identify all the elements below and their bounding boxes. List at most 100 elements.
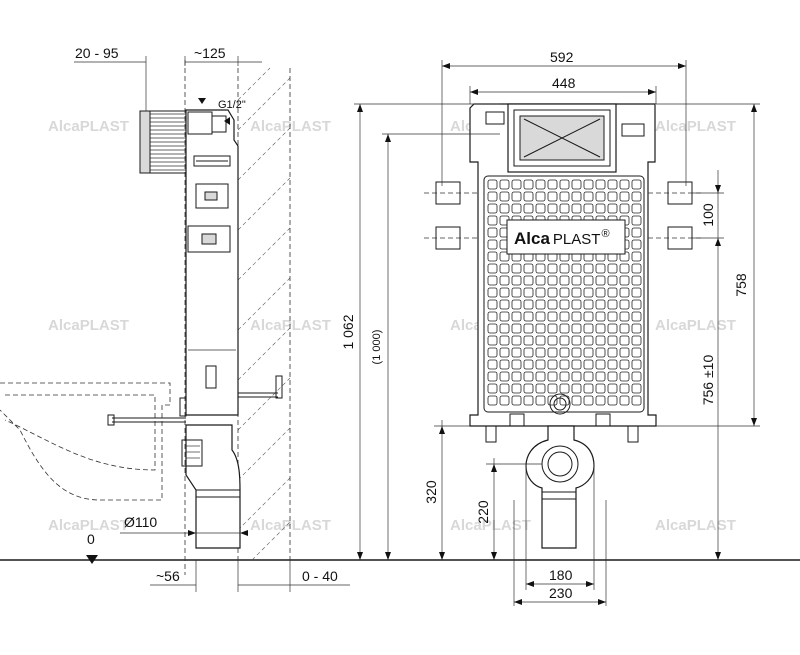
grid-cell	[535, 395, 546, 406]
grid-cell	[547, 383, 558, 394]
grid-cell	[583, 287, 594, 298]
flush-button-plate	[139, 110, 151, 174]
grid-cell	[607, 359, 618, 370]
grid-cell	[619, 359, 630, 370]
grid-cell	[523, 335, 534, 346]
grid-cell	[571, 323, 582, 334]
grid-cell	[487, 215, 498, 226]
grid-cell	[619, 275, 630, 286]
grid-cell	[523, 347, 534, 358]
grid-cell	[499, 395, 510, 406]
drain-elbow	[185, 424, 241, 549]
grid-cell	[631, 251, 642, 262]
grid-cell	[499, 383, 510, 394]
grid-cell	[487, 203, 498, 214]
grid-cell	[607, 395, 618, 406]
grid-cell	[631, 203, 642, 214]
grid-cell	[499, 347, 510, 358]
inlet-arrow-icon	[224, 117, 230, 125]
dim-height-758: 758	[733, 273, 749, 297]
grid-cell	[523, 323, 534, 334]
grid-cell	[511, 359, 522, 370]
grid-cell	[535, 275, 546, 286]
grid-cell	[523, 203, 534, 214]
grid-cell	[487, 179, 498, 190]
dim-height-total: 1 062	[340, 314, 356, 349]
grid-cell	[559, 323, 570, 334]
grid-cell	[595, 287, 606, 298]
grid-cell	[619, 311, 630, 322]
grid-cell	[583, 323, 594, 334]
grid-cell	[607, 347, 618, 358]
grid-cell	[571, 203, 582, 214]
dim-height-220: 220	[475, 500, 491, 524]
grid-cell	[487, 251, 498, 262]
floor-zero-label: 0	[87, 531, 95, 547]
dim-total-width: 592	[550, 49, 574, 65]
watermark: AlcaPLAST	[48, 118, 129, 135]
grid-cell	[535, 191, 546, 202]
grid-cell	[607, 179, 618, 190]
grid-cell	[487, 383, 498, 394]
grid-cell	[559, 179, 570, 190]
grid-cell	[619, 371, 630, 382]
grid-cell	[631, 395, 642, 406]
grid-cell	[535, 383, 546, 394]
grid-cell	[559, 287, 570, 298]
grid-cell	[595, 299, 606, 310]
wc-bolt-head	[107, 414, 115, 426]
grid-cell	[547, 263, 558, 274]
grid-cell	[607, 323, 618, 334]
anchor-slot	[201, 233, 217, 245]
grid-cell	[487, 347, 498, 358]
grid-cell	[487, 287, 498, 298]
grid-cell	[499, 359, 510, 370]
grid-cell	[511, 191, 522, 202]
grid-cell	[547, 287, 558, 298]
grid-cell	[535, 335, 546, 346]
grid-cell	[499, 263, 510, 274]
grid-cell	[595, 275, 606, 286]
grid-cell	[559, 191, 570, 202]
grid-cell	[535, 263, 546, 274]
grid-cell	[619, 179, 630, 190]
grid-cell	[559, 203, 570, 214]
grid-cell	[595, 263, 606, 274]
grid-cell	[571, 299, 582, 310]
grid-cell	[547, 179, 558, 190]
grid-cell	[583, 191, 594, 202]
dim-width-230: 230	[549, 585, 573, 601]
watermark: AlcaPLAST	[48, 317, 129, 334]
drain-inspection	[205, 365, 217, 389]
grid-cell	[631, 179, 642, 190]
grid-cell	[619, 287, 630, 298]
anchor-slot	[204, 191, 218, 201]
grid-cell	[547, 323, 558, 334]
grid-cell	[499, 179, 510, 190]
dim-height-756: 756 ±10	[700, 355, 716, 406]
grid-cell	[631, 275, 642, 286]
grid-cell	[571, 263, 582, 274]
grid-cell	[499, 311, 510, 322]
dim-top-offset: 20 - 95	[75, 45, 119, 61]
grid-cell	[607, 383, 618, 394]
grid-cell	[583, 395, 594, 406]
dim-height-320: 320	[423, 480, 439, 504]
grid-cell	[607, 203, 618, 214]
grid-cell	[631, 191, 642, 202]
grid-cell	[487, 299, 498, 310]
grid-cell	[619, 323, 630, 334]
grid-cell	[511, 311, 522, 322]
grid-cell	[619, 335, 630, 346]
dim-height-nominal: (1 000)	[371, 330, 383, 365]
grid-cell	[523, 299, 534, 310]
side-bracket-left	[424, 181, 478, 250]
grid-cell	[595, 395, 606, 406]
grid-cell	[571, 275, 582, 286]
grid-cell	[619, 347, 630, 358]
grid-cell	[535, 299, 546, 310]
grid-cell	[631, 311, 642, 322]
drain-port	[549, 393, 571, 415]
grid-cell	[511, 275, 522, 286]
